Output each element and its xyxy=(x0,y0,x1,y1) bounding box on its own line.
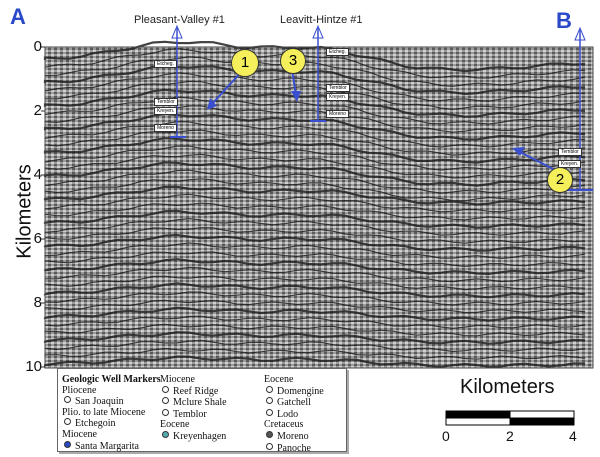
well-tag: Temblor xyxy=(154,98,178,106)
seismic-reflector xyxy=(43,137,586,164)
seismic-reflector xyxy=(44,193,586,213)
well-tag: Temblor xyxy=(326,84,350,92)
seismic-reflector xyxy=(44,275,586,291)
well-tag: Temblor xyxy=(558,148,582,156)
legend-item: Panoche xyxy=(264,442,324,455)
seismic-reflector xyxy=(44,56,586,87)
seismic-reflector xyxy=(44,242,586,260)
seismic-reflector xyxy=(44,291,586,306)
seismic-reflector xyxy=(43,282,586,299)
scale-tick-4: 4 xyxy=(569,428,577,444)
y-tick-0: 0 xyxy=(33,38,42,55)
seismic-reflector xyxy=(44,178,586,202)
section-endpoint-a: A xyxy=(10,4,26,29)
well-tag: Etcheg. xyxy=(154,60,177,68)
legend-group: Cretaceus xyxy=(264,419,304,431)
seismic-reflector xyxy=(43,331,586,345)
seismic-reflector xyxy=(44,153,586,179)
seismic-reflector xyxy=(44,347,586,360)
legend-item: Domengine xyxy=(264,385,324,398)
seismic-reflector xyxy=(44,323,586,337)
well-tag: Kreyen. xyxy=(326,93,350,101)
seismic-reflector xyxy=(43,185,586,206)
seismic-reflector xyxy=(44,251,586,268)
legend-group: Eocene xyxy=(264,374,294,385)
legend-title: Geologic Well Markers xyxy=(62,374,161,385)
legend-item: Gatchell xyxy=(264,397,324,409)
legend-item: Temblor xyxy=(160,408,227,421)
well-tag: Moreno xyxy=(326,110,349,118)
seismic-reflector xyxy=(43,40,586,73)
legend-item: San Joaquin xyxy=(62,396,161,408)
legend-item: Etchegoin xyxy=(62,418,161,430)
legend-item: Reef Ridge xyxy=(160,385,227,398)
well-leavitt-hintze xyxy=(310,24,326,122)
legend-item: Moreno xyxy=(264,430,324,443)
seismic-reflector xyxy=(44,145,586,171)
well-name-leavitt-hintze: Leavitt-Hintze #1 xyxy=(280,14,363,26)
legend-group: Eocene xyxy=(160,419,190,431)
legend-item: Lodo xyxy=(264,408,324,421)
seismic-reflector xyxy=(43,233,586,252)
seismic-reflector xyxy=(43,88,586,118)
legend-group: Miocene xyxy=(160,374,195,385)
seismic-reflector xyxy=(43,306,586,322)
seismic-reflector xyxy=(43,64,586,96)
well-tag: Kreyen. xyxy=(154,107,178,115)
callout-3: 3 xyxy=(280,48,306,74)
y-tick-8: 8 xyxy=(33,294,42,311)
y-tick-2: 2 xyxy=(33,102,42,119)
seismic-reflector xyxy=(44,202,586,221)
seismic-reflector xyxy=(44,217,586,236)
seismic-reflector xyxy=(44,299,586,314)
seismic-reflector xyxy=(44,315,586,329)
y-tick-10: 10 xyxy=(25,358,42,375)
seismic-reflector xyxy=(44,80,586,110)
seismic-reflector xyxy=(44,96,586,125)
legend: Geologic Well Markers Pliocene San Joaqu… xyxy=(57,368,347,455)
well-tag: Kreyen. xyxy=(558,160,582,168)
seismic-reflector xyxy=(44,72,586,102)
legend-group: Miocene xyxy=(62,428,97,440)
well-name-pleasant-valley: Pleasant-Valley #1 xyxy=(134,14,225,26)
seismic-reflector xyxy=(44,105,586,133)
well-tag: Moreno xyxy=(154,124,177,132)
seismic-reflector xyxy=(44,129,586,156)
seismic-reflector xyxy=(43,209,586,229)
scale-tick-2: 2 xyxy=(506,428,514,444)
seismic-reflector xyxy=(43,258,586,276)
scale-bar xyxy=(445,410,575,426)
seismic-reflector xyxy=(44,47,586,79)
scale-bar-title: Kilometers xyxy=(460,376,555,398)
seismic-reflector xyxy=(43,355,585,368)
seismic-reflector xyxy=(44,120,586,148)
y-tick-4: 4 xyxy=(33,166,42,183)
seismic-reflector xyxy=(44,266,586,283)
seismic-reflector xyxy=(43,112,586,141)
well-tag: Etcheg. xyxy=(326,48,349,56)
seismic-reflector xyxy=(43,161,586,187)
legend-item: Santa Margarita xyxy=(62,440,161,453)
section-endpoint-b: B xyxy=(556,8,572,33)
seismic-reflector xyxy=(44,169,586,194)
seismic-reflector xyxy=(44,227,586,244)
scale-tick-0: 0 xyxy=(442,428,450,444)
legend-group: Plio. to late Miocene xyxy=(62,406,146,418)
y-tick-6: 6 xyxy=(33,230,42,247)
callout-2: 2 xyxy=(547,167,573,193)
well-pleasant-valley xyxy=(170,24,186,138)
legend-item: Mclure Shale xyxy=(160,397,227,409)
callout-1: 1 xyxy=(231,49,259,77)
seismic-reflector xyxy=(44,339,586,353)
legend-group: Pliocene xyxy=(62,384,97,396)
y-axis-label: Kilometers xyxy=(13,164,36,259)
legend-item: Kreyenhagen xyxy=(160,430,227,443)
